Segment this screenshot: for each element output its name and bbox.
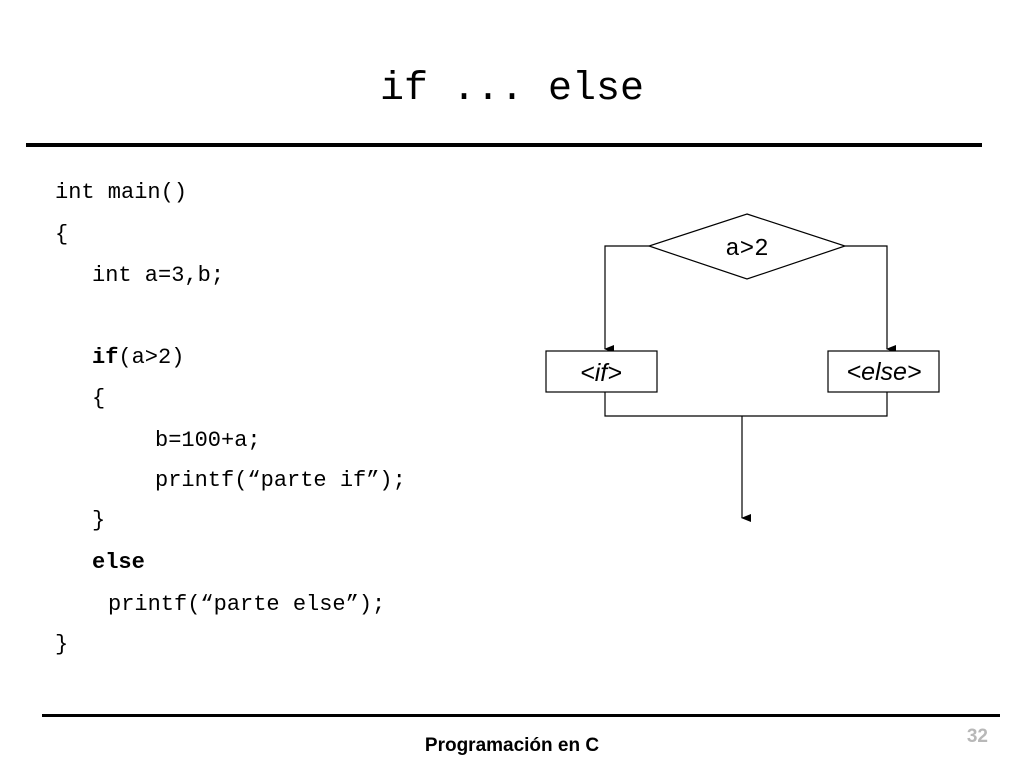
condition-label: a>2 — [725, 236, 768, 263]
code-keyword-else: else — [92, 550, 145, 575]
code-text: int a=3,b; — [92, 263, 225, 288]
false-branch-arrow — [845, 245, 896, 353]
footer-divider — [42, 714, 1000, 717]
code-line-main: int main() — [55, 180, 187, 206]
code-text: b=100+a; — [155, 428, 261, 453]
code-text: { — [92, 386, 106, 411]
code-line-open-brace: { — [55, 222, 68, 248]
code-text: } — [55, 632, 69, 657]
page-number: 32 — [966, 726, 988, 747]
title-divider — [26, 143, 982, 147]
code-line-if: if(a>2) — [92, 345, 184, 371]
code-line-printf-else: printf(“parte else”); — [108, 592, 385, 618]
code-line-if-close-brace: } — [92, 508, 105, 534]
code-line-printf-if: printf(“parte if”); — [155, 468, 406, 494]
merge-connector — [604, 392, 888, 417]
code-text: } — [92, 508, 106, 533]
code-text: printf(“parte if”); — [155, 468, 406, 493]
code-text: printf(“parte else”); — [108, 592, 386, 617]
decision-diamond — [647, 213, 847, 280]
code-line-declaration: int a=3,b; — [92, 263, 224, 289]
footer-title: Programación en C — [424, 735, 600, 756]
slide-title: if ... else — [379, 67, 645, 112]
code-line-if-open-brace: { — [92, 386, 105, 412]
else-block — [827, 350, 940, 393]
code-keyword-if: if — [92, 345, 119, 370]
if-block — [545, 350, 658, 393]
code-text: (a>2) — [118, 345, 185, 370]
code-line-else: else — [92, 550, 145, 576]
if-block-label: <if> — [580, 359, 622, 387]
code-text: int main() — [55, 180, 188, 205]
else-block-label: <else> — [846, 358, 921, 386]
code-line-assignment: b=100+a; — [155, 428, 261, 454]
true-branch-arrow — [604, 245, 649, 353]
code-line-close-brace: } — [55, 632, 68, 658]
code-text: { — [55, 222, 69, 247]
